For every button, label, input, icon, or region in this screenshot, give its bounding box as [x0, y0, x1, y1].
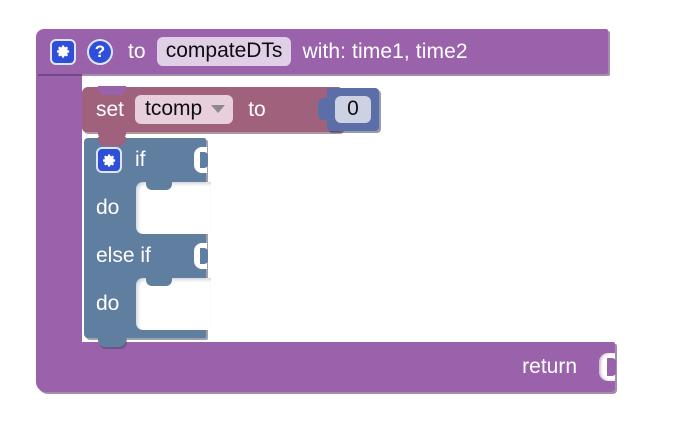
if-condition-row[interactable]: if	[84, 138, 208, 182]
number-value-field[interactable]: 0	[335, 95, 371, 124]
procedure-to-label: to	[128, 39, 146, 63]
if-condition-socket[interactable]	[194, 147, 208, 173]
block-bottom-notch	[98, 131, 126, 140]
procedure-return-row[interactable]: return	[36, 342, 616, 392]
block-top-notch	[98, 137, 126, 146]
if-do-row[interactable]: do	[84, 182, 211, 234]
procedure-block-header[interactable]: ? to compateDTs with: time1, time2	[36, 29, 608, 74]
do-label: do	[96, 292, 120, 315]
chevron-down-icon	[211, 104, 226, 113]
procedure-params-label: with: time1, time2	[302, 39, 468, 63]
question-mark-icon[interactable]: ?	[87, 38, 113, 65]
set-variable-block[interactable]: set tcomp to	[82, 86, 344, 140]
set-to-label: to	[248, 97, 266, 121]
do-label: do	[96, 196, 120, 219]
else-if-do-statement-slot[interactable]	[136, 278, 211, 330]
if-else-control-block[interactable]: if do else if do	[84, 137, 211, 347]
statement-slot-notch	[146, 182, 172, 190]
gear-icon[interactable]	[50, 38, 76, 65]
number-block[interactable]: 0	[318, 88, 379, 131]
else-if-condition-row[interactable]: else if	[84, 234, 208, 278]
return-value-socket[interactable]	[599, 353, 616, 381]
procedure-definition-block[interactable]: ? to compateDTs with: time1, time2 retur…	[36, 29, 616, 392]
block-top-notch	[98, 86, 126, 95]
if-do-statement-slot[interactable]	[136, 182, 211, 234]
procedure-name-field[interactable]: compateDTs	[156, 36, 292, 67]
if-label: if	[135, 148, 146, 171]
else-if-do-row[interactable]: do	[84, 278, 211, 330]
else-if-condition-socket[interactable]	[194, 243, 208, 269]
block-bottom-notch	[98, 337, 126, 347]
return-label: return	[522, 355, 577, 378]
variable-dropdown[interactable]: tcomp	[135, 94, 234, 125]
set-label: set	[96, 97, 125, 121]
else-if-label: else if	[96, 244, 151, 267]
statement-slot-notch	[146, 278, 172, 286]
procedure-block-spine	[36, 69, 82, 359]
number-block-plug	[318, 98, 328, 120]
variable-name-label: tcomp	[145, 96, 203, 120]
gear-icon[interactable]	[96, 147, 122, 173]
question-mark-glyph: ?	[94, 42, 106, 61]
